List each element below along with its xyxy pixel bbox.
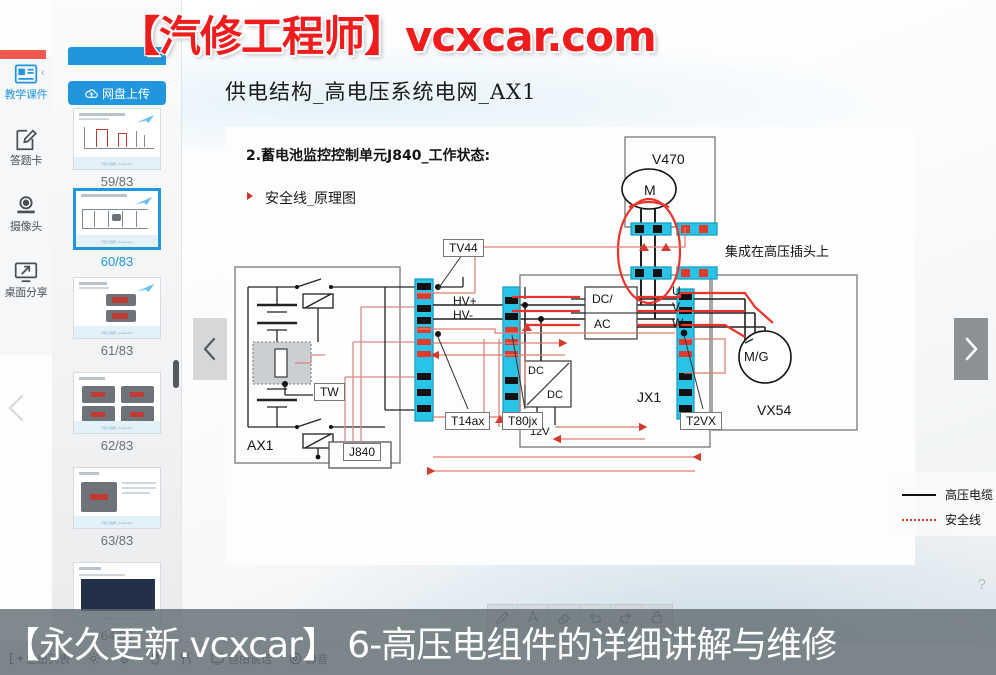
left-tool-rail: ‹ 教学课件 答题卡 — [0, 50, 52, 422]
diagram-legend: 高压电缆 安全线 — [888, 472, 996, 536]
label-box-t80jx: T80jx — [502, 412, 544, 430]
label-dc-ac-bottom: AC — [594, 317, 611, 331]
next-slide-button[interactable] — [954, 318, 988, 380]
thumbnail-image: 汽修工程师_vcxcar.com — [73, 188, 161, 250]
cloud-upload-icon — [85, 88, 98, 98]
label-vx54: VX54 — [757, 402, 792, 418]
netdisk-upload-button[interactable]: 网盘上传 — [68, 81, 166, 105]
chevron-left-icon — [203, 337, 216, 361]
svg-text:V: V — [672, 300, 680, 314]
label-dc-ac-top: DC/ — [592, 292, 613, 306]
netdisk-upload-label: 网盘上传 — [101, 86, 150, 101]
previous-slide-button[interactable] — [193, 318, 227, 380]
label-box-j840: J840 — [343, 443, 382, 461]
thumbnail-page-number: 62/83 — [100, 438, 134, 453]
rail-label-answer-card: 答题卡 — [9, 155, 43, 167]
thumbnail-image: 汽修工程师_vcxcar.com — [73, 108, 161, 170]
rail-label-camera: 摄像头 — [9, 221, 43, 233]
legend-swatch-dotted-line — [902, 518, 936, 521]
legend-swatch-solid-line — [902, 493, 936, 496]
thumbnail-item-selected[interactable]: 汽修工程师_vcxcar.com 60/83 — [52, 188, 181, 269]
label-box-tv44: TV44 — [443, 239, 484, 257]
label-v470: V470 — [652, 151, 685, 167]
label-dc-dc-top: DC — [528, 365, 544, 377]
bullet-main-text: 2.蓄电池监控控制单元J840_工作状态: — [246, 148, 491, 164]
legend-row-safety-line: 安全线 — [902, 511, 981, 528]
answer-card-icon — [13, 127, 39, 153]
thumbnail-item[interactable]: 汽修工程师_vcxcar.com 63/83 — [52, 467, 181, 548]
label-hv-minus: HV- — [453, 308, 474, 322]
bottom-caption-overlay: 【永久更新.vcxcar】 6-高压电组件的详细讲解与维修 — [0, 609, 996, 675]
label-hv-plus: HV+ — [453, 294, 477, 308]
rail-item-courseware[interactable]: 教学课件 — [0, 61, 52, 102]
rail-item-camera[interactable]: 摄像头 — [0, 193, 52, 234]
thumbnail-page-number: 59/83 — [100, 174, 134, 189]
label-dc-dc-bottom: DC — [547, 389, 563, 401]
svg-text:W: W — [672, 316, 684, 330]
thumbnail-item[interactable]: 汽修工程师_vcxcar.com 59/83 — [52, 108, 181, 189]
courseware-icon — [13, 61, 39, 87]
thumbnail-image: 汽修工程师_vcxcar.com — [73, 467, 161, 529]
legend-label-hv-cable: 高压电缆 — [945, 488, 994, 502]
rail-item-answer-card[interactable]: 答题卡 — [0, 127, 52, 168]
thumbnail-item[interactable]: 汽修工程师_vcxcar.com 62/83 — [52, 372, 181, 453]
thumbnail-page-number: 61/83 — [100, 343, 134, 358]
camera-icon — [13, 193, 39, 219]
upload-button-partial[interactable] — [68, 47, 166, 65]
rail-item-screen-share[interactable]: 桌面分享 — [0, 259, 52, 300]
note-integrated-hv-plug: 集成在高压插头上 — [725, 245, 830, 260]
bullet-sub-text: 安全线_原理图 — [265, 191, 356, 207]
legend-row-hv-cable: 高压电缆 — [902, 486, 993, 503]
label-motor-m: M — [644, 182, 656, 198]
svg-text:U: U — [672, 284, 681, 298]
slide-stage: 汽修 vcxcar.com www.vcxcar.com 供电结构_高电压系统电… — [182, 0, 996, 675]
thumbnail-image: 汽修工程师_vcxcar.com — [73, 372, 161, 434]
label-ax1: AX1 — [247, 437, 274, 453]
rail-label-courseware: 教学课件 — [4, 89, 48, 101]
legend-label-safety-line: 安全线 — [945, 513, 982, 527]
rail-label-screen-share: 桌面分享 — [4, 287, 48, 299]
top-watermark-title: 【汽修工程师】vcxcar.com — [118, 12, 657, 61]
thumbnail-page-number: 60/83 — [100, 254, 134, 269]
thumbnail-image: 汽修工程师_vcxcar.com — [73, 277, 161, 339]
label-jx1: JX1 — [637, 389, 662, 405]
circuit-diagram: U V W — [225, 127, 915, 565]
slide-title: 供电结构_高电压系统电网_AX1 — [225, 80, 537, 104]
rail-red-indicator — [0, 50, 46, 59]
plane-decor-icon — [136, 112, 156, 124]
label-motor-generator: M/G — [744, 349, 769, 364]
screen-share-icon — [13, 259, 39, 285]
help-badge[interactable]: ? — [977, 576, 986, 593]
thumbnail-item[interactable]: 汽修工程师_vcxcar.com 61/83 — [52, 277, 181, 358]
rail-collapse-button[interactable]: ‹ — [41, 67, 45, 79]
thumbnail-panel[interactable]: 网盘上传 — [52, 0, 182, 675]
plane-decor-icon — [134, 194, 154, 206]
panel-collapse-chevron-icon[interactable] — [2, 388, 32, 428]
label-box-t2vx: T2VX — [680, 412, 723, 430]
plane-decor-icon — [136, 281, 156, 293]
thumbnail-page-number: 63/83 — [100, 533, 134, 548]
bottom-caption-text: 【永久更新.vcxcar】 6-高压电组件的详细讲解与维修 — [4, 625, 837, 666]
chevron-right-icon — [965, 337, 978, 361]
thumbnail-scrollbar-thumb[interactable] — [173, 360, 179, 388]
slide-content-card: 2.蓄电池监控控制单元J840_工作状态: 安全线_原理图 — [225, 127, 915, 565]
label-box-tw: TW — [314, 383, 345, 401]
bullet-triangle-icon — [247, 192, 253, 200]
label-box-t14ax: T14ax — [445, 412, 491, 430]
